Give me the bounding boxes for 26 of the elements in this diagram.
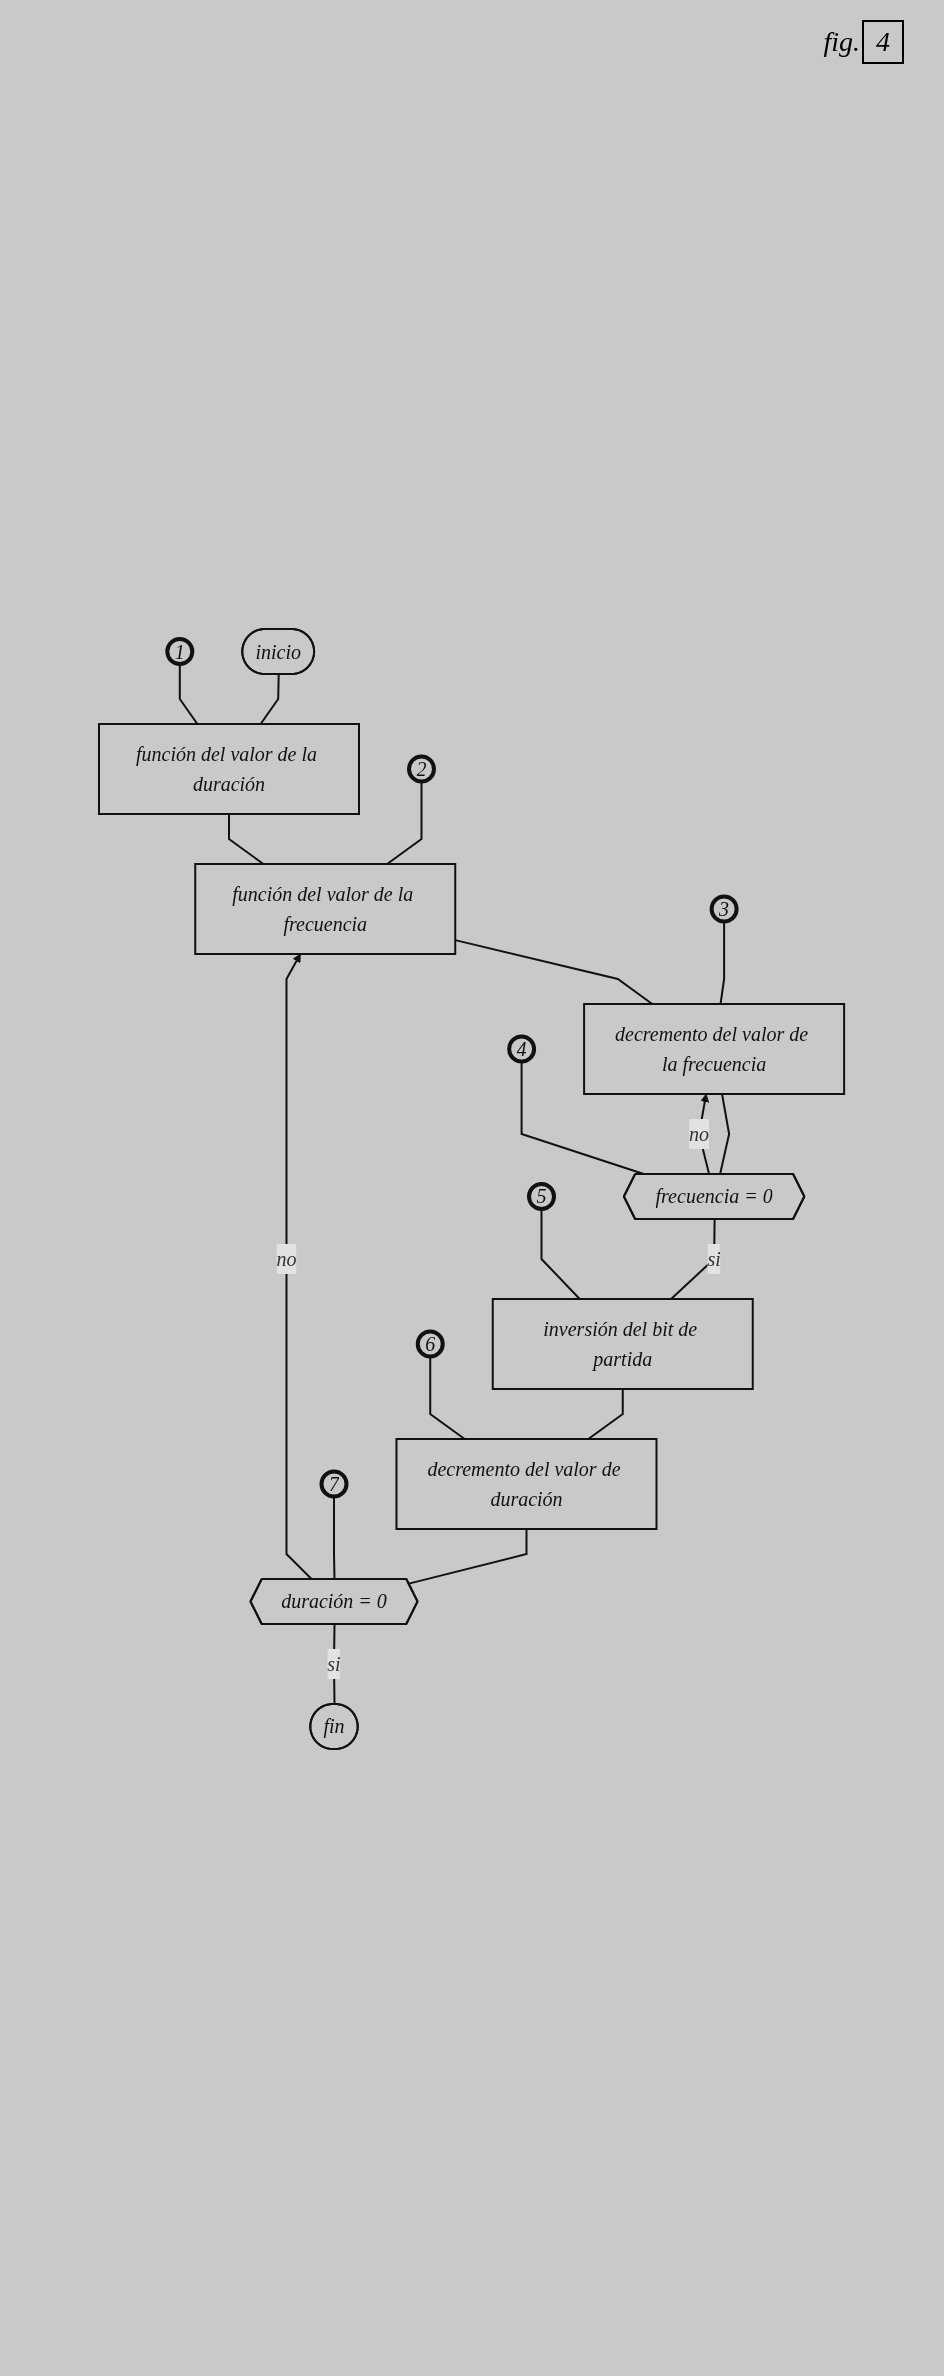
node-circle: 6 xyxy=(416,1329,446,1359)
edge-label: no xyxy=(276,1248,297,1270)
edge-label: no xyxy=(689,1123,710,1145)
node-circle: 1 xyxy=(165,637,195,666)
connector xyxy=(408,1528,528,1585)
edge-label: si xyxy=(707,1248,722,1270)
node-circle: 3 xyxy=(710,894,740,924)
node-box: decremento del valor de la frecuencia xyxy=(583,1003,846,1095)
node-box: decremento del valor de duración xyxy=(395,1438,658,1530)
figure-label: fig. xyxy=(823,26,860,58)
connector xyxy=(587,1388,625,1440)
node-box: inversión del bit de partida xyxy=(492,1298,755,1390)
connector xyxy=(179,663,199,725)
node-circle: 7 xyxy=(319,1469,349,1499)
node-circle: 2 xyxy=(407,754,437,784)
connector xyxy=(540,1208,582,1300)
connector xyxy=(260,673,281,725)
node-circle: 4 xyxy=(507,1034,537,1064)
figure-number: 4 xyxy=(862,20,904,64)
connector xyxy=(719,1093,731,1176)
connector xyxy=(228,813,265,865)
node-circle: 5 xyxy=(527,1182,557,1211)
node-box: función del valor de la frecuencia xyxy=(194,863,457,955)
edge-label: si xyxy=(327,1653,342,1675)
node-box: función del valor de la duración xyxy=(98,723,361,815)
arrow xyxy=(285,953,314,1581)
